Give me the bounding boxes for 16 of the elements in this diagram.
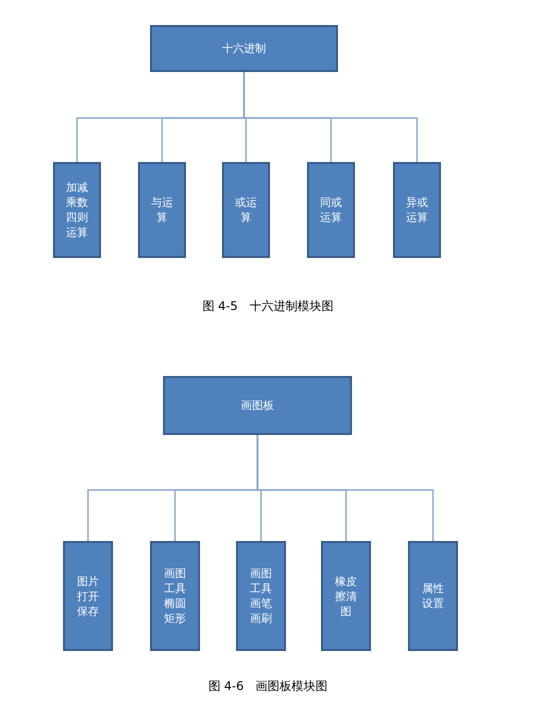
root-box: 画图板: [163, 376, 352, 435]
module-box: 同或运算: [307, 162, 355, 258]
module-box: 橡皮擦清图: [321, 541, 371, 651]
root-box: 十六进制: [150, 25, 338, 72]
connector-line: [243, 72, 418, 162]
module-box: 属性设置: [408, 541, 458, 651]
module-box: 画图工具椭圆矩形: [150, 541, 200, 651]
figure-caption: 图 4-6 画图板模块图: [208, 678, 328, 695]
module-box: 图片打开保存: [63, 541, 113, 651]
module-box: 加减乘数四则运算: [53, 162, 101, 258]
module-box: 与运算: [138, 162, 186, 258]
figure-caption: 图 4-5 十六进制模块图: [202, 298, 334, 315]
module-box: 异或运算: [393, 162, 441, 258]
connector-line: [256, 435, 434, 541]
module-box: 画图工具画笔画刷: [236, 541, 286, 651]
module-box: 或运算: [222, 162, 270, 258]
